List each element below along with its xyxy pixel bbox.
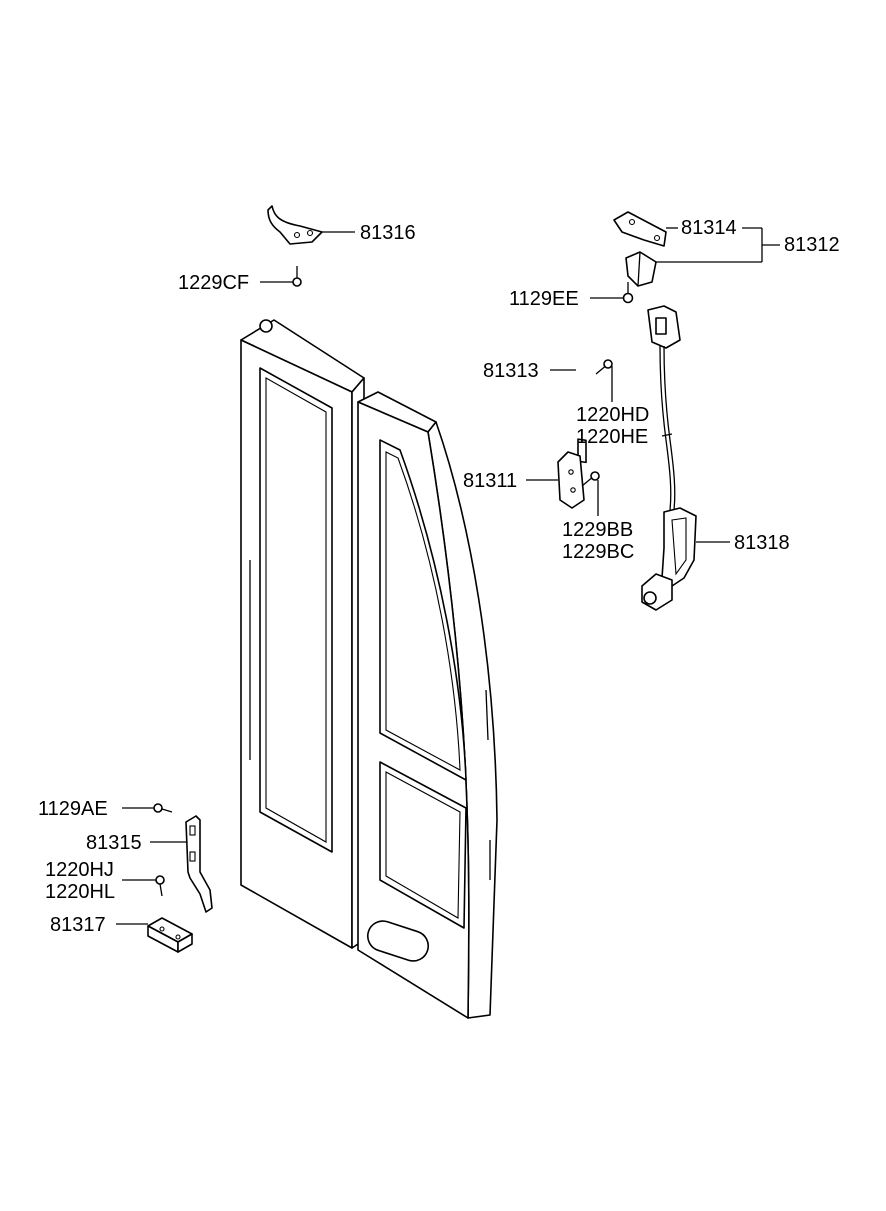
label-81311: 81311 (463, 470, 517, 492)
striker-81312 (625, 251, 657, 287)
right-door-panel (357, 391, 498, 1019)
bracket-81311 (557, 451, 585, 509)
bracket-81316 (267, 205, 323, 245)
screw-1220HD (595, 359, 613, 375)
label-1220HD: 1220HD (576, 404, 649, 426)
label-1220HE: 1220HE (576, 426, 648, 448)
bolt-1129AE (153, 803, 173, 813)
latch-plate-81314 (613, 211, 667, 247)
label-81312: 81312 (784, 234, 840, 256)
block-81317 (147, 917, 193, 953)
screw-1220HJ (155, 875, 165, 897)
label-1129EE: 1129EE (509, 288, 579, 310)
label-81313: 81313 (483, 360, 539, 382)
label-1229BC: 1229BC (562, 541, 634, 563)
label-81314: 81314 (681, 217, 737, 239)
label-81315: 81315 (86, 832, 142, 854)
label-81316: 81316 (360, 222, 416, 244)
label-1220HJ: 1220HJ (45, 859, 114, 881)
label-1220HL: 1220HL (45, 881, 115, 903)
bolt-1129EE (622, 282, 634, 304)
left-door-panel (240, 319, 365, 949)
label-81318: 81318 (734, 532, 790, 554)
label-1229BB: 1229BB (562, 519, 633, 541)
label-1129AE: 1129AE (38, 798, 108, 820)
cable-handle-81318 (641, 305, 697, 611)
bracket-81315 (185, 815, 213, 913)
screw-1229CF (292, 266, 302, 287)
screw-1229BB (581, 471, 600, 487)
label-1229CF: 1229CF (178, 272, 249, 294)
label-81317: 81317 (50, 914, 106, 936)
